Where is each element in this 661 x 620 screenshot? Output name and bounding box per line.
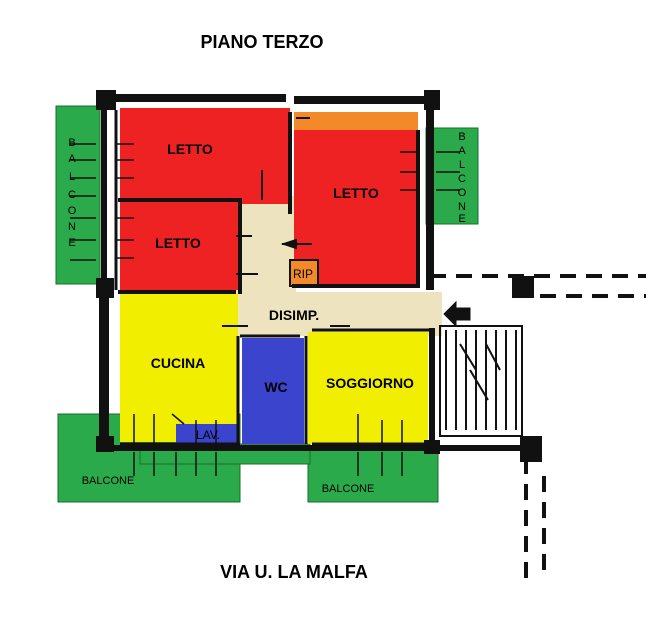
balcony-letter: N xyxy=(458,201,466,213)
balcony-letter: A xyxy=(458,145,466,157)
room-label-cucina: CUCINA xyxy=(151,355,205,371)
column xyxy=(512,276,534,298)
room-label-wc: WC xyxy=(264,379,287,395)
dashed-outline xyxy=(430,274,646,580)
balcony-letter: B xyxy=(458,131,465,143)
balcony-letter: B xyxy=(68,137,75,149)
balcony-letter: C xyxy=(458,173,466,185)
room-label-rip: RIP xyxy=(293,267,313,281)
balcony-label-bottom-left: BALCONE xyxy=(82,475,135,487)
living-room xyxy=(308,332,428,444)
bedroom-mid-left xyxy=(120,204,238,290)
column xyxy=(424,440,440,454)
balcony-letter: A xyxy=(68,153,76,165)
balcony-letter: O xyxy=(68,205,77,217)
column xyxy=(96,436,114,452)
street-label: VIA U. LA MALFA xyxy=(220,562,368,582)
corridor-arrow-icon xyxy=(280,238,297,250)
balcony-right xyxy=(425,127,479,225)
laundry xyxy=(176,424,238,444)
balcony-letter: N xyxy=(68,221,76,233)
balcony-label-bottom-right: BALCONE xyxy=(322,483,375,495)
column xyxy=(96,278,114,298)
room-label-lav: LAV. xyxy=(196,428,220,442)
plan-title: PIANO TERZO xyxy=(200,32,323,52)
room-label-soggiorno: SOGGIORNO xyxy=(326,375,414,391)
bathroom xyxy=(242,338,304,444)
staircase xyxy=(439,325,523,437)
balcony-letter: O xyxy=(458,187,467,199)
kitchen xyxy=(120,294,238,442)
balcony-label-right-vertical: B A L C O N E xyxy=(458,131,467,225)
balcony-letter: L xyxy=(459,159,465,171)
balcony-letter: L xyxy=(69,171,75,183)
columns xyxy=(96,90,542,462)
entrance-arrow-icon xyxy=(443,300,471,328)
window-marks xyxy=(70,143,460,476)
balcony-label-left-vertical: B A L C O N E xyxy=(68,137,77,249)
storage-strip xyxy=(294,112,418,130)
balcony-bottom-right xyxy=(307,447,439,503)
room-label-letto-mid-left: LETTO xyxy=(155,235,201,251)
balcony-letter: E xyxy=(458,213,465,225)
balcony-left xyxy=(55,105,101,285)
balcony-letter: E xyxy=(68,237,75,249)
room-label-letto-top-left: LETTO xyxy=(167,141,213,157)
room-label-disimpegno: DISIMP. xyxy=(269,307,319,323)
rooms xyxy=(120,108,442,444)
balcony-letter: C xyxy=(68,189,76,201)
walls xyxy=(99,94,540,452)
column xyxy=(424,90,440,110)
column xyxy=(96,90,116,110)
room-label-letto-right: LETTO xyxy=(333,185,379,201)
column xyxy=(520,436,542,462)
